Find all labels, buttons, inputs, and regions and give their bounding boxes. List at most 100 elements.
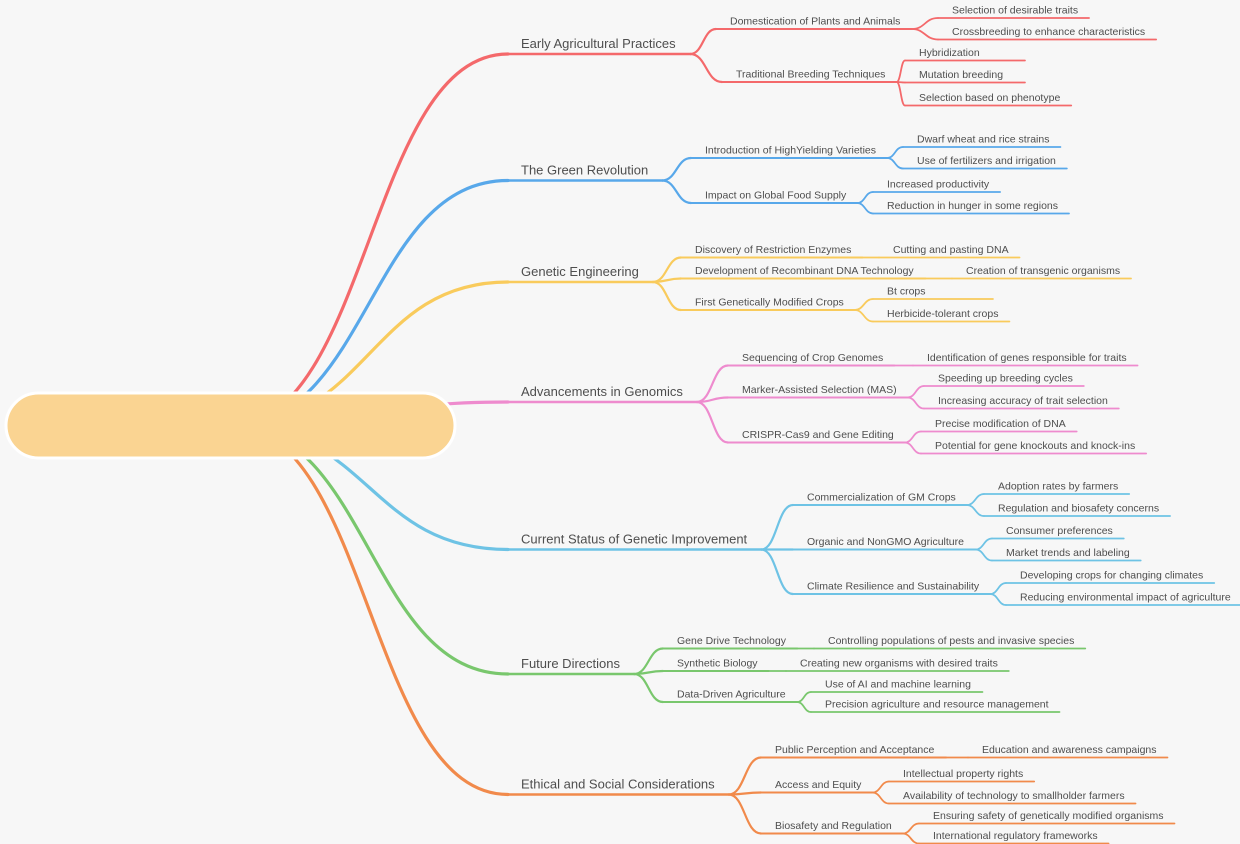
nodes-layer: Early Agricultural Practices Domesticatio… — [506, 5, 1240, 844]
node-label[interactable]: Early Agricultural Practices — [521, 36, 676, 51]
node-label[interactable]: Gene Drive Technology — [677, 635, 787, 647]
node-label[interactable]: Selection based on phenotype — [919, 92, 1060, 104]
mindmap-link — [695, 400, 730, 444]
node-label[interactable]: Reduction in hunger in some regions — [887, 200, 1058, 212]
node-label[interactable]: Mutation breeding — [919, 69, 1003, 81]
node-label[interactable]: Biosafety and Regulation — [775, 820, 892, 832]
mindmap-link — [632, 672, 665, 704]
node-label[interactable]: Identification of genes responsible for … — [927, 352, 1127, 364]
mindmap-link — [974, 537, 993, 551]
mindmap-link — [886, 146, 904, 159]
node-label[interactable]: Traditional Breeding Techniques — [736, 69, 885, 81]
node-label[interactable]: Synthetic Biology — [677, 658, 758, 670]
mindmap-link — [689, 27, 718, 56]
node-label[interactable]: Increased productivity — [887, 179, 990, 191]
mindmap-link — [965, 493, 985, 506]
mindmap-link — [760, 548, 795, 596]
mindmap-link — [903, 441, 922, 455]
mindmap-link — [796, 691, 812, 703]
node-label[interactable]: Domestication of Plants and Animals — [730, 16, 900, 28]
mindmap-link — [989, 582, 1007, 595]
node-label[interactable]: Developing crops for changing climates — [1020, 570, 1203, 582]
node-label[interactable]: Regulation and biosafety concerns — [998, 503, 1159, 515]
mindmap-link — [906, 396, 925, 410]
root-node[interactable] — [4, 391, 457, 460]
node-label[interactable]: Future Directions — [521, 656, 620, 671]
node-label[interactable]: Ethical and Social Considerations — [521, 777, 715, 792]
node-label[interactable]: First Genetically Modified Crops — [695, 297, 844, 309]
mindmap-link — [695, 364, 730, 404]
node-label[interactable]: Sequencing of Crop Genomes — [742, 352, 883, 364]
mindmap-link — [886, 157, 904, 170]
node-label[interactable]: Potential for gene knockouts and knock-i… — [935, 440, 1135, 452]
mindmap-link — [689, 52, 724, 84]
node-label[interactable]: Availability of technology to smallholde… — [903, 790, 1125, 802]
node-label[interactable]: Creation of transgenic organisms — [966, 265, 1120, 277]
mindmap-link — [856, 191, 874, 204]
mindmap-link — [651, 280, 683, 312]
mindmap-link — [895, 81, 906, 107]
node-label[interactable]: Hybridization — [919, 47, 980, 59]
mindmap-link — [661, 156, 693, 182]
mindmap-link — [901, 832, 920, 844]
node-label[interactable]: The Green Revolution — [521, 163, 648, 178]
node-label[interactable]: Access and Equity — [775, 779, 862, 791]
node-label[interactable]: Use of AI and machine learning — [825, 679, 971, 691]
node-label[interactable]: Controlling populations of pests and inv… — [828, 635, 1074, 647]
mindmap-link — [727, 793, 763, 835]
node-label[interactable]: Commercialization of GM Crops — [807, 492, 956, 504]
mindmap-link — [727, 756, 763, 796]
mindmap-link — [903, 430, 922, 444]
node-label[interactable]: Marker-Assisted Selection (MAS) — [742, 384, 897, 396]
mindmap-link — [228, 52, 510, 428]
mindmap-link — [661, 179, 693, 205]
mindmap-link — [853, 298, 874, 311]
mindmap-link — [856, 202, 874, 215]
mindmap-link — [974, 548, 993, 562]
node-label[interactable]: Organic and NonGMO Agriculture — [807, 536, 964, 548]
node-label[interactable]: Increasing accuracy of trait selection — [938, 395, 1108, 407]
mindmap-link — [965, 504, 985, 517]
node-label[interactable]: Cutting and pasting DNA — [893, 244, 1009, 256]
mindmap-link — [871, 791, 890, 805]
node-label[interactable]: Herbicide-tolerant crops — [887, 308, 998, 320]
mindmap-link — [911, 17, 939, 30]
mindmap-link — [911, 28, 939, 41]
node-label[interactable]: Use of fertilizers and irrigation — [917, 155, 1056, 167]
node-label[interactable]: Climate Resilience and Sustainability — [807, 581, 980, 593]
node-label[interactable]: Reducing environmental impact of agricul… — [1020, 592, 1231, 604]
node-label[interactable]: Intellectual property rights — [903, 768, 1023, 780]
node-label[interactable]: Precision agriculture and resource manag… — [825, 699, 1049, 711]
node-label[interactable]: Market trends and labeling — [1006, 547, 1130, 559]
node-label[interactable]: Creating new organisms with desired trai… — [800, 658, 998, 670]
node-label[interactable]: Speeding up breeding cycles — [938, 373, 1073, 385]
mindmap-link — [853, 309, 874, 323]
node-label[interactable]: Advancements in Genomics — [521, 384, 683, 399]
node-label[interactable]: Ensuring safety of genetically modified … — [933, 810, 1164, 822]
mindmap-link — [989, 593, 1007, 606]
node-label[interactable]: Bt crops — [887, 286, 926, 298]
node-label[interactable]: Introduction of HighYielding Varieties — [705, 145, 876, 157]
mindmap-link — [796, 701, 812, 713]
node-label[interactable]: Adoption rates by farmers — [998, 481, 1118, 493]
node-label[interactable]: Genetic Engineering — [521, 264, 639, 279]
node-label[interactable]: Precise modification of DNA — [935, 418, 1066, 430]
node-label[interactable]: Crossbreeding to enhance characteristics — [952, 26, 1145, 38]
mindmap-link — [906, 385, 925, 399]
node-label[interactable]: Current Status of Genetic Improvement — [521, 532, 748, 547]
node-label[interactable]: CRISPR-Cas9 and Gene Editing — [742, 429, 894, 441]
node-label[interactable]: Consumer preferences — [1006, 525, 1113, 537]
node-label[interactable]: Data-Driven Agriculture — [677, 689, 786, 701]
mindmap-link — [228, 423, 510, 676]
node-label[interactable]: Education and awareness campaigns — [982, 744, 1157, 756]
node-label[interactable]: Public Perception and Acceptance — [775, 744, 935, 756]
node-label[interactable]: Impact on Global Food Supply — [705, 190, 847, 202]
node-label[interactable]: Dwarf wheat and rice strains — [917, 134, 1049, 146]
mindmap-link — [895, 59, 906, 83]
node-label[interactable]: Discovery of Restriction Enzymes — [695, 244, 851, 256]
mindmap-link — [228, 178, 510, 428]
node-label[interactable]: Selection of desirable traits — [952, 5, 1078, 17]
node-label[interactable]: International regulatory frameworks — [933, 830, 1098, 842]
mindmap-link — [901, 822, 920, 835]
node-label[interactable]: Development of Recombinant DNA Technolog… — [695, 265, 914, 277]
